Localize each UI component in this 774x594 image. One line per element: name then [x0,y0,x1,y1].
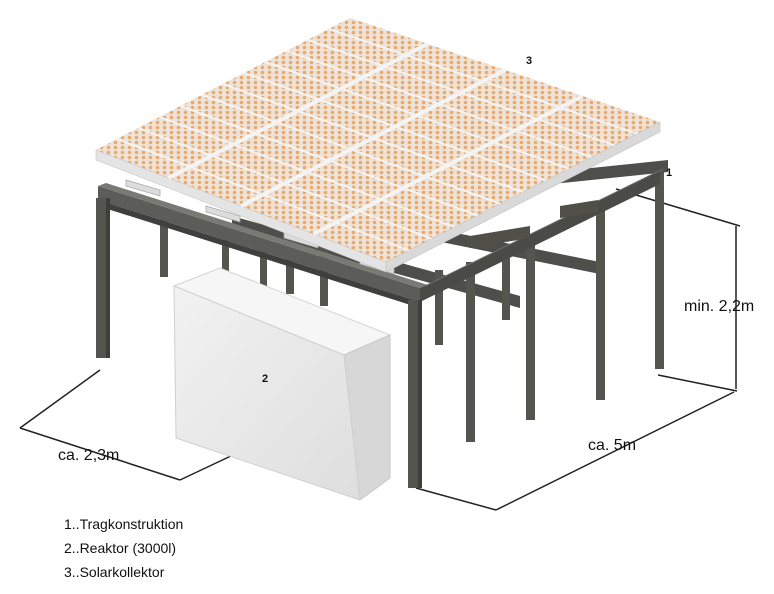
legend-item-reactor: 2..Reaktor (3000l) [64,540,177,556]
support-posts-front [96,198,422,488]
collector-column-gap [167,42,429,180]
callout-reactor: 2 [262,373,268,385]
legend-item-structure: 1..Tragkonstruktion [64,516,184,532]
solar-collector-array [95,18,661,273]
legend: 1..Tragkonstruktion 2..Reaktor (3000l) 3… [64,514,183,586]
dimension-width-label: ca. 2,3m [58,447,119,464]
dimension-height-label: min. 2,2m [684,298,754,315]
support-cross-beams [470,200,598,248]
callout-structure: 1 [666,167,672,179]
collector-column-gap [312,94,584,236]
support-beam-front [98,183,428,308]
support-beam-right [420,168,666,302]
callout-collector: 3 [526,55,532,67]
collector-column-gap [240,68,506,208]
reactor-tank [172,267,392,501]
dimension-length-label: ca. 5m [588,437,636,454]
legend-item-collector: 3..Solarkollektor [64,564,165,580]
